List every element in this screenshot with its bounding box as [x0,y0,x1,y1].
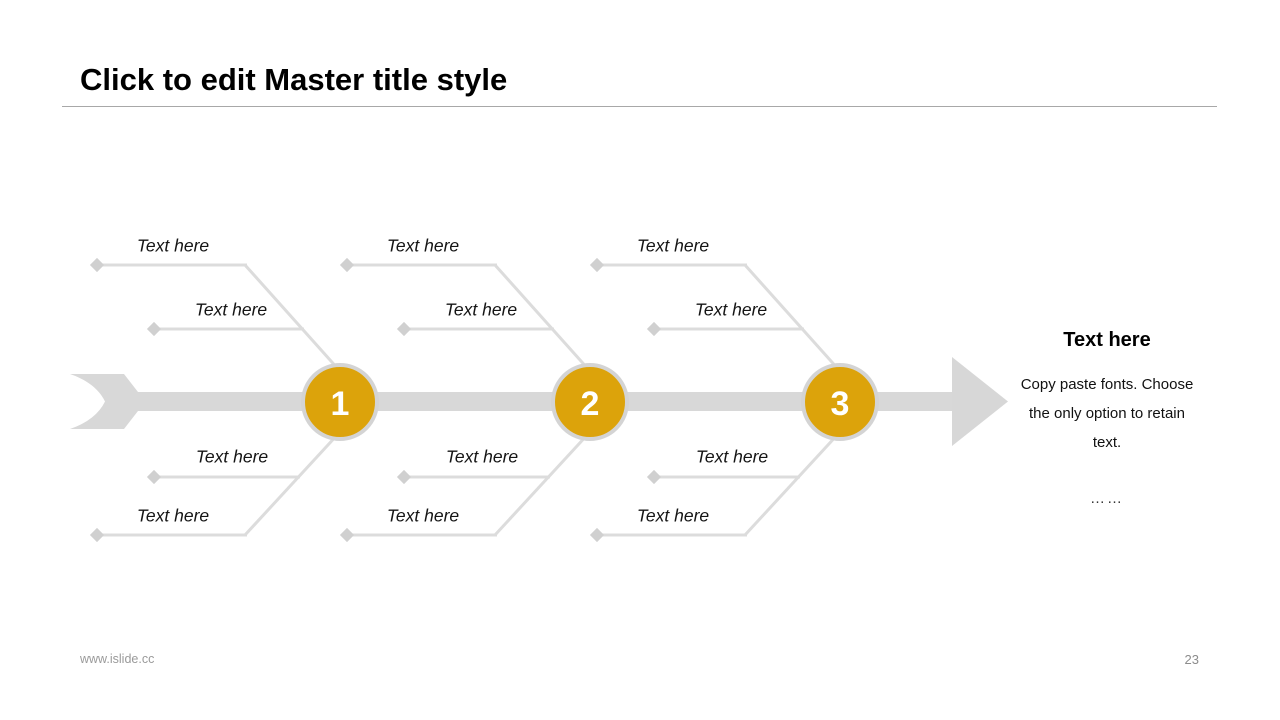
summary-ellipsis: …… [1090,490,1124,507]
page-title[interactable]: Click to edit Master title style [80,62,508,97]
milestone-number: 2 [581,385,600,423]
summary-body-line: Copy paste fonts. Choose [1020,376,1194,393]
arrow-tail-icon [70,374,138,429]
milestone-circle-shape[interactable] [301,363,379,441]
summary-body-line: the only option to retain [1029,405,1185,422]
footer-url: www.islide.cc [80,652,155,666]
milestone-circle-shape[interactable] [801,363,879,441]
branch-label-u3-lower-outer[interactable]: Text here [636,505,710,526]
branch-label-u1-upper-outer[interactable]: Text here [136,235,210,256]
page-number: 23 [1184,652,1199,667]
branch-label-u3-upper-outer[interactable]: Text here [636,235,710,256]
branch-label-u3-upper-inner[interactable]: Text here [694,299,768,320]
milestone-circle-3[interactable]: 3 [801,363,879,441]
branch-label-u2-lower-outer[interactable]: Text here [386,505,460,526]
summary-block: Text here Copy paste fonts. Choose the o… [1002,329,1212,509]
milestone-number: 1 [331,385,350,423]
summary-heading[interactable]: Text here [1063,329,1151,351]
summary-body[interactable]: Copy paste fonts. Choose the only option… [1002,370,1212,457]
branch-label-u1-lower-inner[interactable]: Text here [195,446,269,467]
branch-label-u3-lower-inner[interactable]: Text here [695,446,769,467]
summary-body-line: text. [1092,434,1122,451]
milestone-circle-1[interactable]: 1 [301,363,379,441]
branch-label-u2-upper-outer[interactable]: Text here [386,235,460,256]
branch-label-u2-upper-inner[interactable]: Text here [444,299,518,320]
milestone-circle-2[interactable]: 2 [551,363,629,441]
milestone-number: 3 [831,385,850,423]
branch-label-u1-lower-outer[interactable]: Text here [136,505,210,526]
branch-label-u1-upper-inner[interactable]: Text here [194,299,268,320]
milestone-circle-shape[interactable] [551,363,629,441]
branch-label-u2-lower-inner[interactable]: Text here [445,446,519,467]
title-underline [62,106,1217,107]
arrow-head-icon [952,357,1008,446]
